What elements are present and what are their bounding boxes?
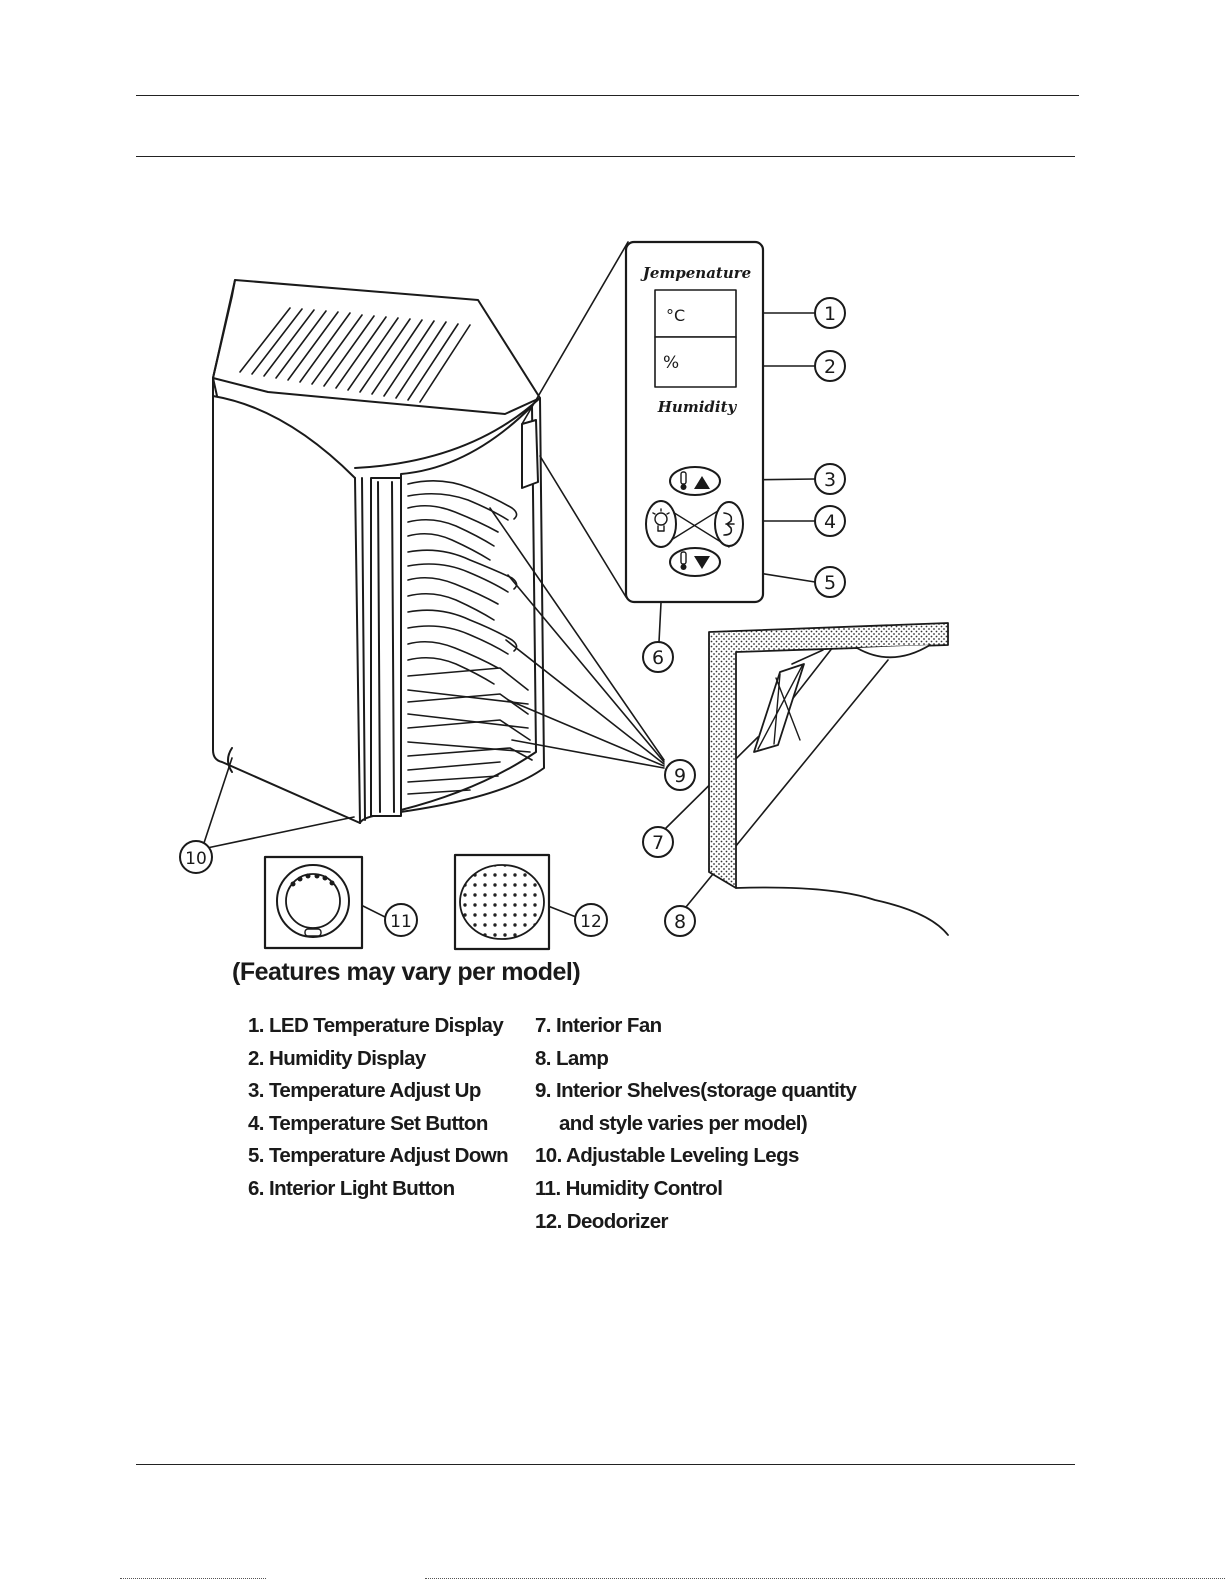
legend-item: 2. Humidity Display xyxy=(248,1046,426,1070)
wrench-icon xyxy=(723,512,735,536)
header-rule-top xyxy=(136,95,1079,96)
svg-text:5: 5 xyxy=(824,572,836,594)
top-vent-grille xyxy=(239,307,471,403)
callout-9: 9 xyxy=(664,759,696,791)
panel-humidity-label: Humidity xyxy=(657,398,738,416)
svg-text:2: 2 xyxy=(824,356,836,378)
lightbulb-icon xyxy=(652,508,670,532)
thermometer-down-icon xyxy=(680,551,710,570)
temp-up-button[interactable] xyxy=(669,466,721,496)
legend-item: 12. Deodorizer xyxy=(535,1209,668,1233)
lamp xyxy=(856,644,931,659)
humidity-control-box xyxy=(263,855,364,950)
model-variation-note: (Features may vary per model) xyxy=(232,958,581,986)
ceiling-detail xyxy=(708,622,949,936)
legend-item: 7. Interior Fan xyxy=(535,1014,662,1037)
callout-5: 5 xyxy=(814,566,846,598)
svg-text:3: 3 xyxy=(824,469,836,491)
callout-8: 8 xyxy=(664,905,696,937)
legend-item: 9. Interior Shelves(storage quantity xyxy=(535,1079,857,1103)
legend-item: 11. Humidity Control xyxy=(535,1176,723,1200)
header-rule-bottom xyxy=(136,156,1075,157)
legend-item: 3. Temperature Adjust Up xyxy=(248,1079,481,1103)
legend-item: 8. Lamp xyxy=(535,1046,609,1070)
wine-cooler-diagram: Jempenature °C % Humidity xyxy=(179,240,949,951)
cabinet xyxy=(212,279,545,824)
svg-text:1: 1 xyxy=(824,303,836,325)
svg-text:6: 6 xyxy=(652,647,664,669)
deodorizer-box xyxy=(453,853,551,951)
legend-item: 5. Temperature Adjust Down xyxy=(248,1144,509,1168)
legend-item: 1. LED Temperature Display xyxy=(248,1014,504,1037)
interior-fan xyxy=(753,663,805,753)
parts-legend-left: 1. LED Temperature Display 2. Humidity D… xyxy=(248,1010,509,1206)
callout-7: 7 xyxy=(642,826,674,858)
light-button[interactable] xyxy=(645,500,677,548)
legend-item: 6. Interior Light Button xyxy=(248,1176,455,1200)
humidity-display xyxy=(654,336,737,388)
percent-unit: % xyxy=(663,353,679,373)
legend-item: 10. Adjustable Leveling Legs xyxy=(535,1144,799,1168)
svg-text:4: 4 xyxy=(824,511,836,533)
callout-1: 1 xyxy=(814,297,846,329)
svg-text:7: 7 xyxy=(652,832,664,854)
legend-item: 4. Temperature Set Button xyxy=(248,1111,488,1135)
svg-text:9: 9 xyxy=(674,765,686,787)
svg-text:10: 10 xyxy=(185,849,207,869)
footer-dotted-rule-left xyxy=(120,1578,266,1579)
callout-3: 3 xyxy=(814,463,846,495)
celsius-display xyxy=(654,289,737,338)
set-button[interactable] xyxy=(714,501,744,547)
svg-text:8: 8 xyxy=(674,911,686,933)
footer-rule xyxy=(136,1464,1075,1465)
legend-item-continuation: and style varies per model) xyxy=(559,1111,808,1135)
callout-12: 12 xyxy=(574,903,608,937)
callout-6: 6 xyxy=(642,641,674,673)
control-panel: Jempenature °C % Humidity xyxy=(624,240,765,604)
wine-racks xyxy=(407,480,533,795)
parts-legend-right: 7. Interior Fan 8. Lamp 9. Interior Shel… xyxy=(535,1010,857,1238)
callout-4: 4 xyxy=(814,505,846,537)
callout-2: 2 xyxy=(814,350,846,382)
svg-text:12: 12 xyxy=(580,912,602,932)
callout-11: 11 xyxy=(384,903,418,937)
callout-10: 10 xyxy=(179,840,213,874)
celsius-unit: °C xyxy=(666,306,685,325)
footer-dotted-rule-right xyxy=(425,1578,1225,1579)
thermometer-up-icon xyxy=(680,471,710,490)
temp-down-button[interactable] xyxy=(669,547,721,577)
svg-text:11: 11 xyxy=(390,912,412,932)
panel-temperature-label: Jempenature xyxy=(640,264,751,282)
